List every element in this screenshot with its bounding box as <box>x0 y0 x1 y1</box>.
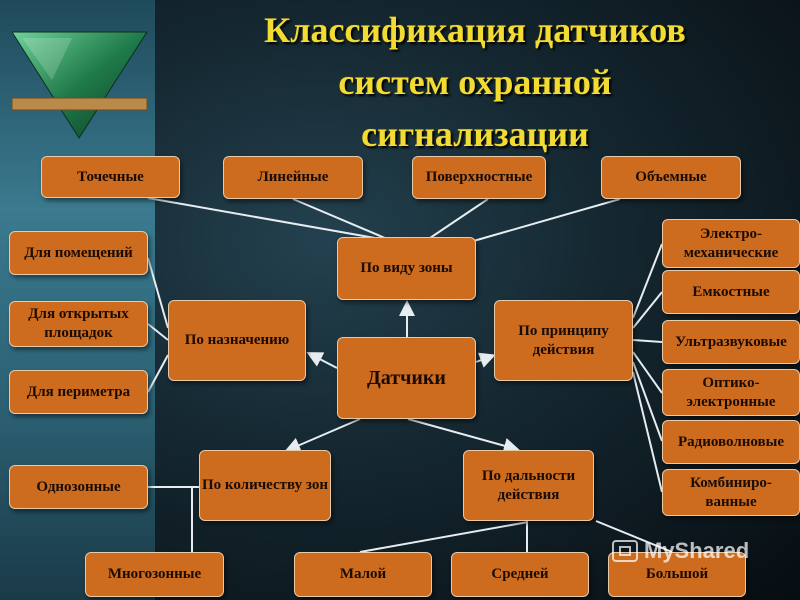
node-linear: Линейные <box>223 156 363 199</box>
line-purpose-indoor <box>147 257 169 329</box>
node-center-sensors: Датчики <box>337 337 476 419</box>
line-principle-radiowave <box>632 361 663 442</box>
node-ultrasonic: Ультразвуковые <box>662 320 800 364</box>
line-principle-combined <box>632 371 663 493</box>
line-range-short <box>359 521 529 553</box>
line-zone-linear <box>292 198 386 239</box>
node-combined: Комбиниро-ванные <box>662 469 800 516</box>
node-radiowave: Радиоволновые <box>662 420 800 464</box>
node-by-zone: По виду зоны <box>337 237 476 300</box>
line-principle-capacitive <box>632 291 663 329</box>
node-by-principle: По принципу действия <box>494 300 633 381</box>
node-single-zone: Однозонные <box>9 465 148 509</box>
node-long-range: Большой <box>608 552 746 597</box>
arrow-to-by-range <box>407 418 520 454</box>
title-line-3: сигнализации <box>361 114 589 154</box>
arrow-to-by-zone-count <box>284 418 361 453</box>
line-purpose-perimeter <box>147 354 169 393</box>
node-medium-range: Средней <box>451 552 589 597</box>
presentation-icon <box>612 540 638 562</box>
title-line-1: Классификация датчиков <box>264 10 686 50</box>
page-title: Классификация датчиков систем охранной с… <box>170 4 780 160</box>
line-range-long <box>595 520 673 553</box>
line-zone-surface <box>429 198 489 239</box>
node-multi-zone: Многозонные <box>85 552 224 597</box>
node-short-range: Малой <box>294 552 432 597</box>
node-capacitive: Емкостные <box>662 270 800 314</box>
emerald-triangle-icon <box>12 31 147 139</box>
node-indoor: Для помещений <box>9 231 148 275</box>
node-perimeter: Для периметра <box>9 370 148 414</box>
node-by-range: По дальности действия <box>463 450 594 521</box>
title-line-2: систем охранной <box>338 62 612 102</box>
watermark-text: MyShared <box>644 538 750 563</box>
node-by-zone-count: По количеству зон <box>199 450 331 521</box>
line-principle-optoelectronic <box>632 351 663 394</box>
node-electromech: Электро-механические <box>662 219 800 268</box>
node-outdoor: Для открытых площадок <box>9 301 148 347</box>
arrow-to-by-purpose <box>306 352 338 369</box>
arrow-to-by-principle <box>475 352 496 368</box>
watermark: MyShared <box>612 538 749 564</box>
node-point: Точечные <box>41 156 180 198</box>
line-zone-volume <box>469 198 621 243</box>
node-by-purpose: По назначению <box>168 300 306 381</box>
line-principle-ultrasonic <box>632 339 663 343</box>
node-optoelectronic: Оптико-электронные <box>662 369 800 416</box>
line-purpose-outdoor <box>147 323 169 341</box>
node-surface: Поверхностные <box>412 156 546 199</box>
node-volume: Объемные <box>601 156 741 199</box>
line-principle-electromech <box>632 243 663 319</box>
line-zone-point <box>147 197 376 239</box>
